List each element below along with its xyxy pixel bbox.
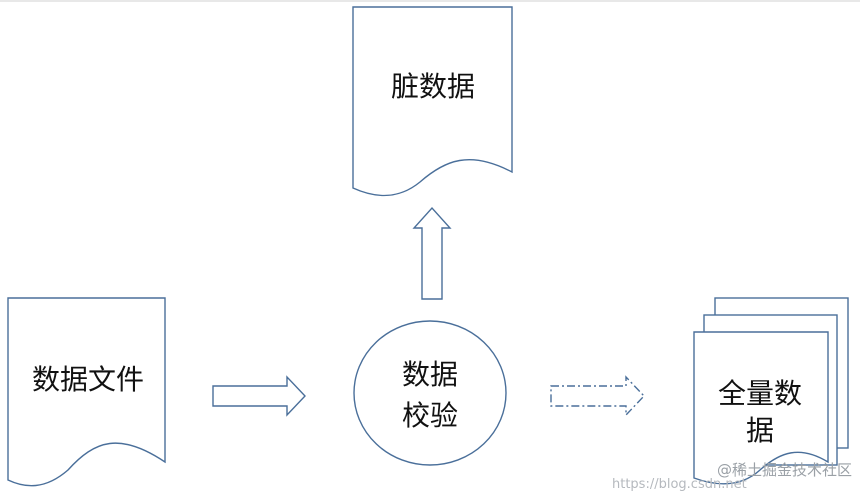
arrow-file-to-validation [212, 375, 306, 417]
node-full-data: 全量数 据 [693, 297, 849, 485]
arrow-validation-to-dirty [412, 206, 452, 300]
node-dirty-data: 脏数据 [352, 6, 513, 197]
dirty-data-document-shape [352, 6, 513, 197]
watermark: https://blog.csdn.net @稀土掘金技术社区 [612, 461, 852, 492]
validation-circle [353, 320, 507, 466]
full-data-sheet-front [693, 331, 829, 485]
validation-label-line1: 数据 [402, 358, 458, 391]
data-file-label: 数据文件 [32, 363, 144, 396]
validation-label-line2: 校验 [402, 399, 458, 432]
data-file-document-shape [7, 297, 166, 487]
dirty-data-label: 脏数据 [391, 70, 475, 103]
node-validation: 数据 校验 [353, 320, 507, 466]
full-data-label-line2: 据 [746, 414, 774, 447]
node-data-file: 数据文件 [7, 297, 166, 487]
watermark-text: @稀土掘金技术社区 [717, 461, 852, 479]
arrow-validation-to-full [550, 375, 645, 417]
watermark-url: https://blog.csdn.net [612, 477, 747, 492]
full-data-label-line1: 全量数 [718, 377, 802, 410]
